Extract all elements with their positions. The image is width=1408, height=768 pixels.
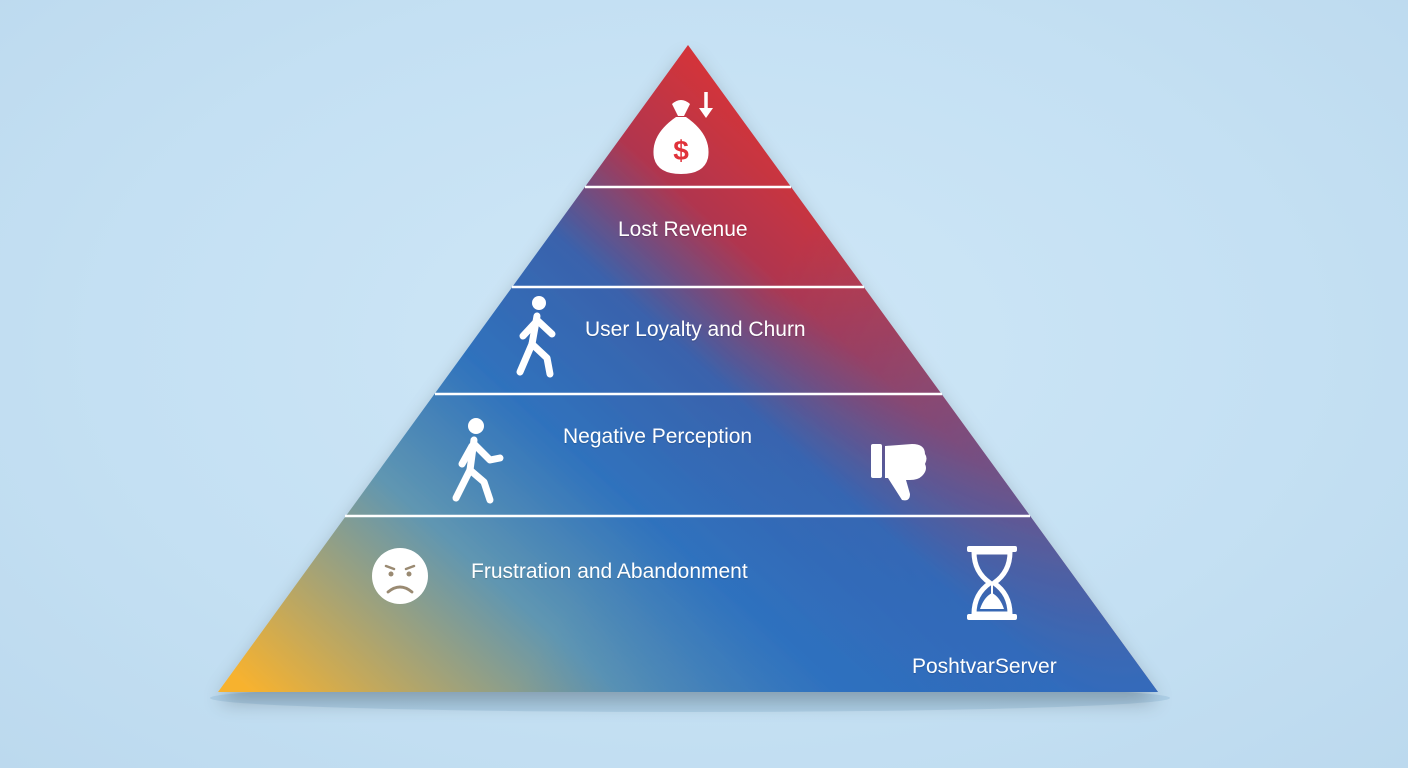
thumbs-down-icon [871, 444, 927, 501]
money-bag-down-icon: $ [653, 92, 713, 174]
walking-person-icon [516, 296, 556, 378]
tier-label-lost-revenue: Lost Revenue [618, 218, 748, 241]
pyramid-blue-overlay [218, 45, 1158, 692]
frown-face-icon [372, 548, 428, 604]
tier-label-user-loyalty: User Loyalty and Churn [585, 318, 806, 341]
tier-label-negative-perception: Negative Perception [563, 425, 753, 448]
hourglass-icon [967, 546, 1017, 620]
footer-label: PoshtvarServer [912, 655, 1057, 678]
svg-text:$: $ [673, 135, 689, 166]
tier-label-frustration: Frustration and Abandonment [471, 560, 748, 583]
walking-person-icon [452, 418, 504, 504]
